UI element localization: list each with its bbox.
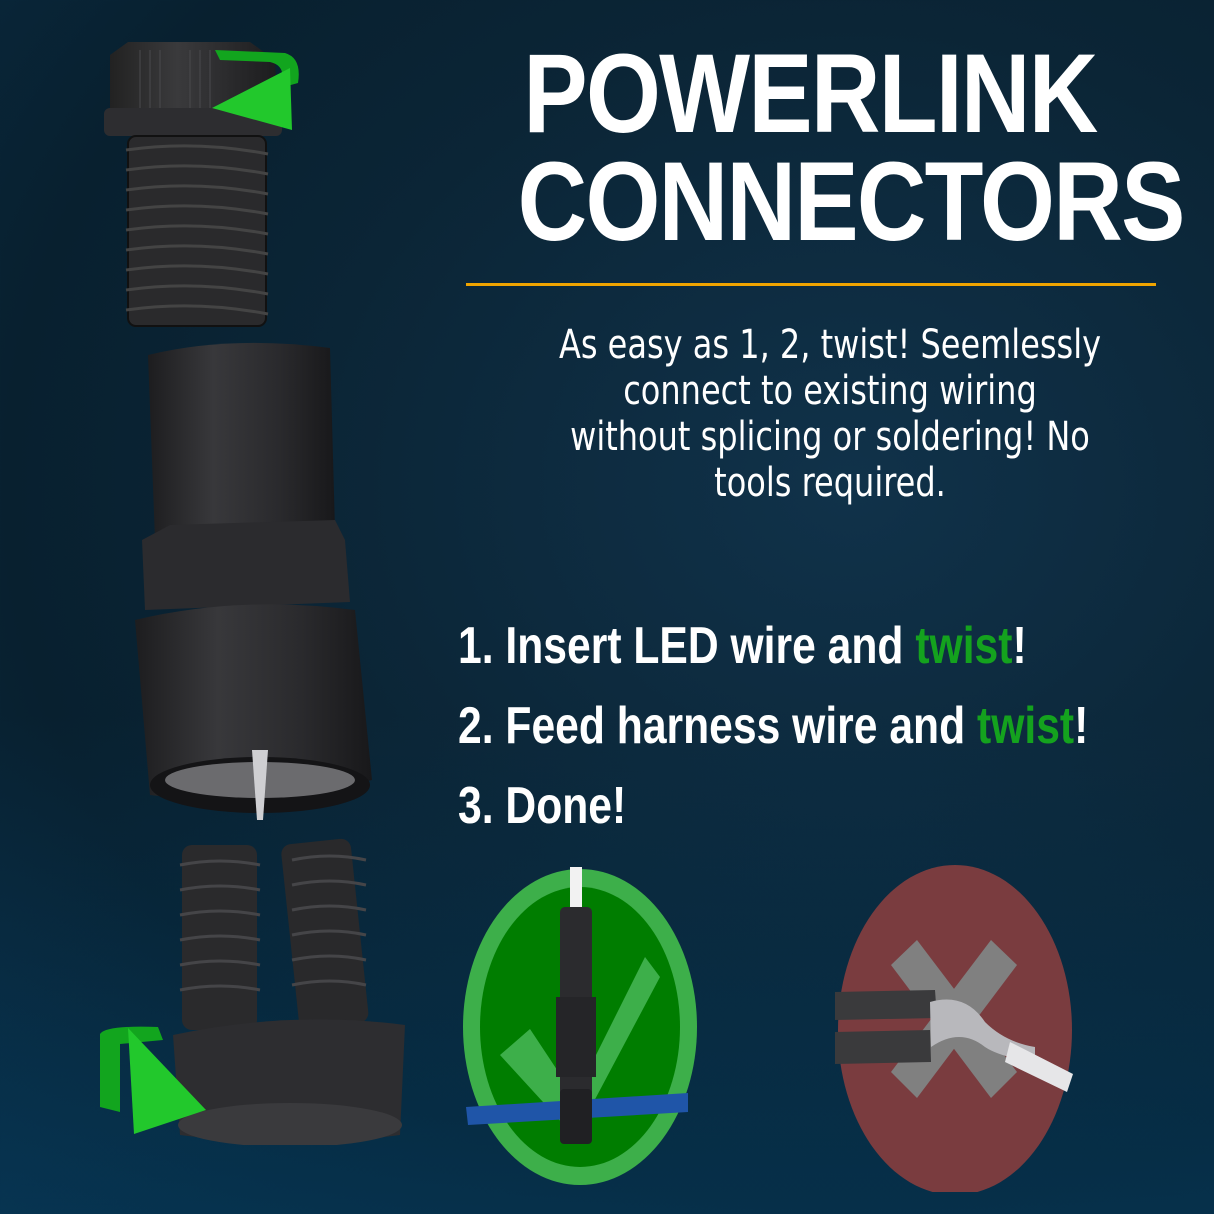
checkmark-icon [500, 957, 660, 1137]
bad-connection-badge [835, 852, 1075, 1192]
step-2-text: 2. Feed harness wire and [458, 697, 977, 755]
description-line-2: connect to existing wiring [623, 368, 1037, 414]
rotate-arrow-icon [210, 48, 305, 143]
connector-bottom-cap [170, 835, 410, 1145]
rotate-arrow-icon [98, 1022, 208, 1142]
title-line-1: POWERLINK [523, 31, 1098, 156]
step-2-highlight: twist [976, 697, 1075, 755]
step-1-text: 1. Insert LED wire and [458, 617, 916, 675]
description-line-3: without splicing or soldering! No [570, 414, 1090, 460]
description-line-4: tools required. [714, 460, 946, 506]
connector-body [130, 340, 390, 830]
step-2: 2. Feed harness wire and twist! [458, 686, 1088, 766]
accent-divider [466, 283, 1156, 286]
description-line-1: As easy as 1, 2, twist! Seemlessly [558, 322, 1102, 368]
step-3-text: 3. Done! [458, 777, 627, 835]
steps-list: 1. Insert LED wire and twist! 2. Feed ha… [458, 606, 1214, 846]
description: As easy as 1, 2, twist! Seemlessly conne… [550, 322, 1110, 506]
step-2-suffix: ! [1074, 697, 1089, 755]
step-3: 3. Done! [458, 766, 1081, 846]
step-1-suffix: ! [1012, 617, 1027, 675]
page-title: POWERLINK CONNECTORS [517, 31, 1186, 264]
step-1: 1. Insert LED wire and twist! [458, 606, 1081, 686]
title-line-2: CONNECTORS [517, 139, 1186, 264]
step-1-highlight: twist [915, 617, 1013, 675]
good-connection-badge [460, 857, 700, 1189]
